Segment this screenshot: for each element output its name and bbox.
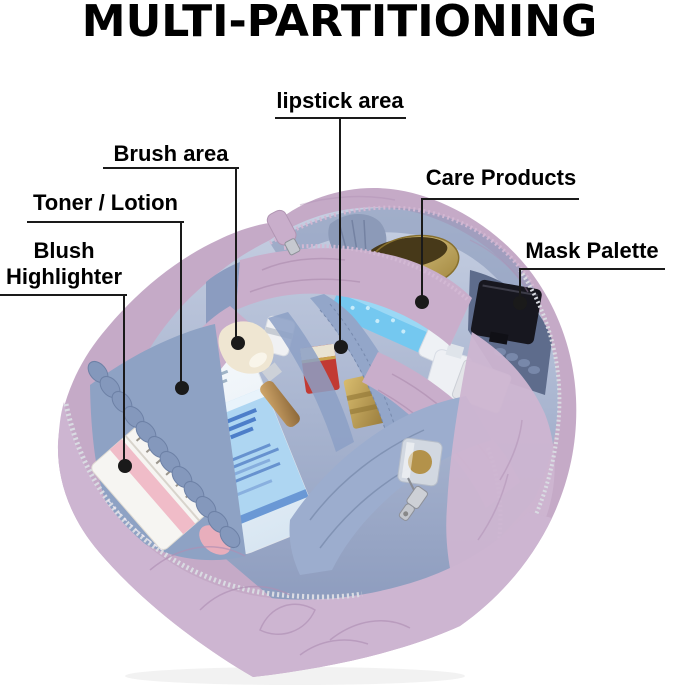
lining-wedge-left	[206, 262, 240, 332]
callout-dot-blush	[118, 459, 132, 473]
label-lipstick-area: lipstick area	[276, 88, 404, 113]
top-rim-zipper-teeth	[268, 205, 542, 301]
leader-underline-care	[421, 198, 579, 200]
zipper-pull	[398, 477, 428, 521]
elastic-ruffle	[87, 360, 241, 549]
leader-underline-brush	[103, 167, 239, 169]
leader-line-care	[421, 200, 423, 303]
callout-dot-toner	[175, 381, 189, 395]
callout-dot-mask	[513, 296, 527, 310]
bag-front-flap	[57, 402, 552, 677]
zipper-teeth-front	[63, 403, 363, 600]
leader-line-brush	[235, 169, 237, 343]
leader-underline-mask	[519, 268, 665, 270]
ground-shadow	[125, 667, 465, 685]
shell-embossing	[299, 195, 529, 293]
mask-palette-box	[470, 279, 542, 345]
leader-line-blush	[123, 296, 125, 466]
label-toner-lotion: Toner / Lotion	[32, 190, 178, 215]
inner-zipper-teeth	[283, 244, 470, 302]
perfume-bottle	[397, 437, 443, 487]
leader-line-mask	[519, 270, 521, 303]
leader-underline-blush	[0, 294, 127, 296]
divider-wall-center	[236, 244, 472, 346]
product-title: MULTI-PARTITIONING	[81, 0, 598, 47]
label-blush-line1: Blush	[33, 238, 95, 263]
callout-dot-brush	[231, 336, 245, 350]
brush-handle	[260, 381, 300, 427]
label-care-products: Care Products	[425, 165, 577, 190]
leader-underline-lipstick	[275, 117, 406, 119]
label-blush-highlighter: Blush Highlighter	[0, 238, 128, 290]
callout-dot-care	[415, 295, 429, 309]
makeup-brush	[218, 321, 300, 427]
leader-underline-toner	[27, 221, 184, 223]
callout-dot-lipstick	[334, 340, 348, 354]
zipper-teeth-right-outer	[514, 268, 562, 554]
elastic-strap-2	[268, 312, 354, 452]
seam-stitching	[107, 499, 163, 551]
floral-embossing	[149, 546, 411, 656]
label-blush-line2: Highlighter	[5, 264, 123, 289]
pocket-ruffle-right	[494, 348, 540, 374]
label-mask-palette: Mask Palette	[525, 238, 659, 263]
zipper-tab	[266, 209, 301, 256]
leader-line-lipstick	[339, 119, 341, 347]
label-brush-area: Brush area	[113, 141, 229, 166]
leader-line-toner	[180, 223, 182, 388]
